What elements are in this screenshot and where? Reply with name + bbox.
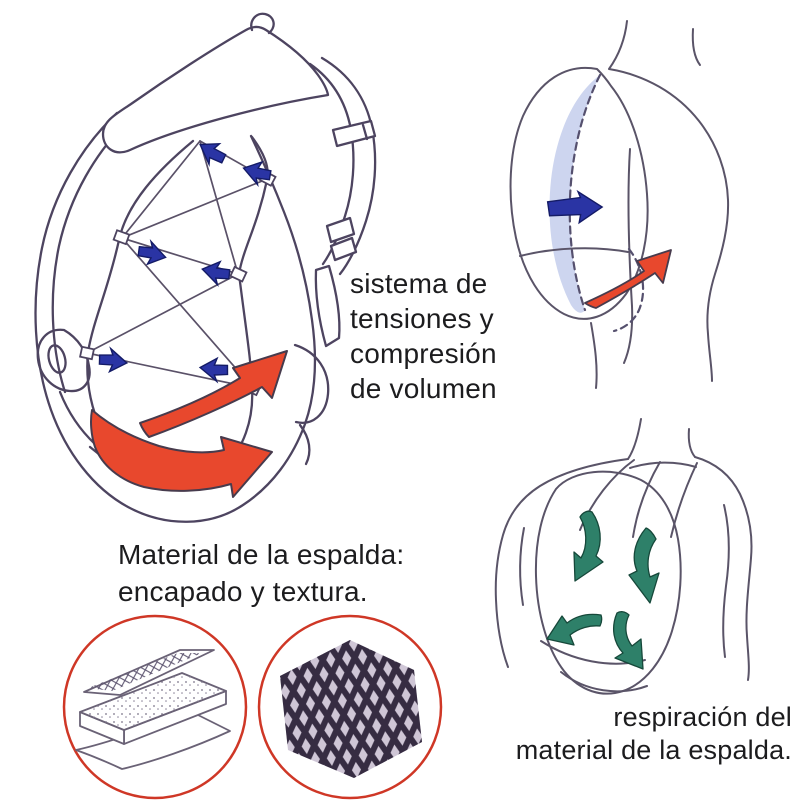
inward-compression-arrow-icon: [193, 134, 231, 171]
airflow-arrow-icon: [612, 611, 644, 670]
side-neck-front: [691, 28, 701, 66]
lid-outline: [101, 25, 330, 154]
breathing-caption: respiración del material de la espalda.: [470, 701, 792, 767]
strap-tail: [314, 264, 341, 348]
tension-caption-line: tensiones y: [350, 303, 494, 334]
tension-caption-line: sistema de: [350, 268, 488, 299]
foam-texture: [80, 673, 226, 730]
tension-caption-line: de volumen: [350, 373, 497, 404]
cross-strap-slot: [361, 123, 369, 141]
hip-loop: [36, 328, 91, 393]
back-left-arm: [494, 458, 629, 668]
right-lower-line: [298, 423, 311, 466]
pack-body-outline: [34, 111, 317, 523]
backpack-side-sketch: [509, 20, 730, 389]
detail-ring: [257, 614, 443, 800]
material-caption-line: Material de la espalda:: [118, 539, 405, 570]
padding-dashed-edge: [568, 73, 602, 312]
lattice-tab: [229, 265, 248, 283]
back-bottom-curve: [560, 671, 648, 693]
panel-right-seam: [222, 135, 269, 470]
volume-sweep-arrow-icon: [139, 350, 288, 438]
mesh-swatch-weave: [280, 640, 422, 778]
pack-left-edge-line: [51, 119, 130, 394]
airflow-arrow-icon: [628, 527, 660, 604]
lattice-tab: [112, 229, 131, 246]
tension-caption-line: compresión: [350, 338, 497, 369]
breathing-caption-line: material de la espalda.: [515, 735, 792, 765]
buckle-upper: [325, 216, 356, 244]
hip-loop-slot: [47, 344, 67, 374]
side-belt-line: [519, 247, 629, 257]
hip-pad-right: [293, 343, 330, 424]
volume-sweep-arrow-icon: [584, 249, 672, 309]
side-lower-body-line: [590, 322, 598, 389]
back-strap-right: [670, 462, 698, 538]
back-strap-top: [629, 461, 697, 469]
backpack-front-sketch: [34, 12, 377, 523]
airflow-arrow-icon: [546, 613, 603, 646]
buckle-lower: [329, 236, 358, 262]
side-dashed-bottom: [612, 247, 645, 333]
mesh-texture-circle: [257, 614, 443, 800]
back-push-arrow-icon: [546, 189, 604, 225]
detail-ring: [62, 614, 248, 800]
back-left-arm-inner: [519, 527, 525, 606]
back-right-arm: [694, 456, 753, 681]
side-pack-outline: [509, 66, 649, 320]
material-layers-circle: [62, 614, 248, 800]
mesh-sheet-texture: [88, 653, 202, 691]
cross-strap: [331, 119, 377, 148]
lid-loop-handle: [250, 12, 275, 35]
back-neck-right: [687, 428, 696, 458]
material-caption-line: encapado y textura.: [118, 576, 368, 607]
back-padding-shade: [549, 75, 600, 313]
breathing-caption-line: respiración del: [613, 702, 792, 732]
inward-compression-arrow-icon: [199, 257, 233, 288]
airflow-arrow-icon: [573, 510, 604, 582]
side-lower-line: [58, 390, 97, 446]
side-arm-line: [623, 148, 634, 364]
tension-caption: sistema de tensiones y compresión de vol…: [350, 266, 497, 406]
back-pack-panel: [534, 470, 682, 695]
side-body-outline: [608, 20, 730, 382]
lattice-tab: [79, 345, 95, 361]
inward-compression-arrow-icon: [96, 346, 130, 375]
inward-compression-arrow-icon: [198, 355, 230, 384]
backpack-back-sketch: [494, 418, 753, 695]
material-caption: Material de la espalda: encapado y textu…: [118, 536, 404, 610]
volume-sweep-arrow-icon: [90, 409, 273, 498]
back-neck-left: [627, 418, 642, 460]
back-right-arm-inner: [722, 504, 730, 658]
back-strap-mid: [632, 461, 661, 538]
airflow-arrows: [546, 510, 660, 670]
